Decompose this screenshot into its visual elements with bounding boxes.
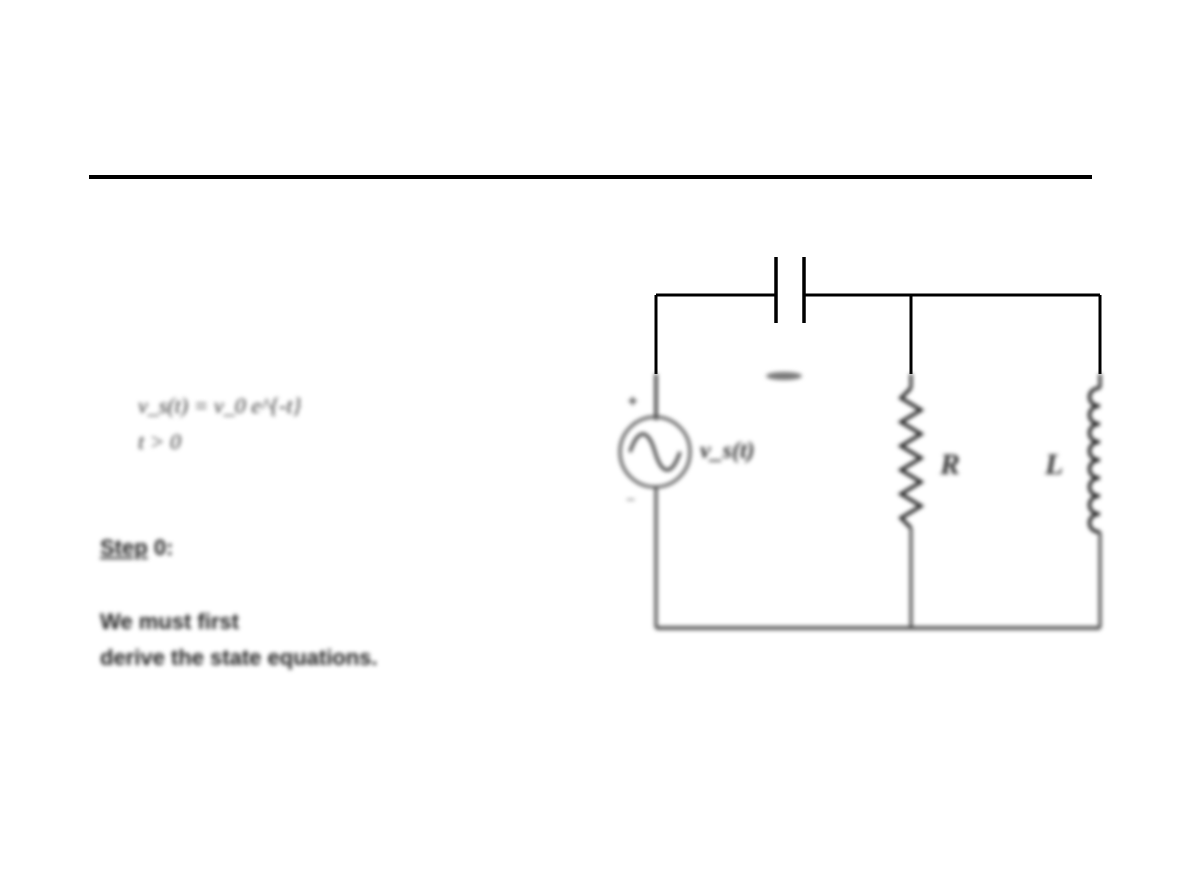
resistor-icon bbox=[897, 386, 925, 530]
source-label: v_s(t) bbox=[700, 438, 755, 464]
body-line: We must first bbox=[100, 609, 239, 634]
body-text: We must first derive the state equations… bbox=[100, 604, 378, 676]
source-equation: v_s(t) = v_0 e^{-t} bbox=[138, 393, 302, 418]
circuit-diagram: + − v_s(t) R L bbox=[618, 257, 1102, 630]
capacitor-polarity-mark bbox=[766, 372, 802, 380]
step-heading: Step 0: bbox=[100, 535, 173, 561]
inductor-label: L bbox=[1044, 448, 1063, 481]
source-plus-sign: + bbox=[628, 393, 637, 410]
capacitor-icon bbox=[774, 257, 806, 323]
step-label: Step bbox=[100, 535, 148, 560]
circuit-bottom-branch: + − v_s(t) R L bbox=[618, 372, 1102, 630]
inductor-icon bbox=[1087, 386, 1101, 534]
time-condition: t > 0 bbox=[138, 429, 181, 454]
source-minus-sign: − bbox=[626, 492, 635, 509]
equation-block: v_s(t) = v_0 e^{-t} t > 0 bbox=[138, 388, 301, 460]
step-number: 0: bbox=[153, 535, 174, 560]
circuit-top-branch bbox=[654, 257, 1102, 374]
title-rule bbox=[89, 175, 1092, 179]
body-line: derive the state equations. bbox=[100, 645, 378, 670]
resistor-label: R bbox=[939, 448, 960, 481]
ac-source-icon bbox=[618, 415, 692, 489]
